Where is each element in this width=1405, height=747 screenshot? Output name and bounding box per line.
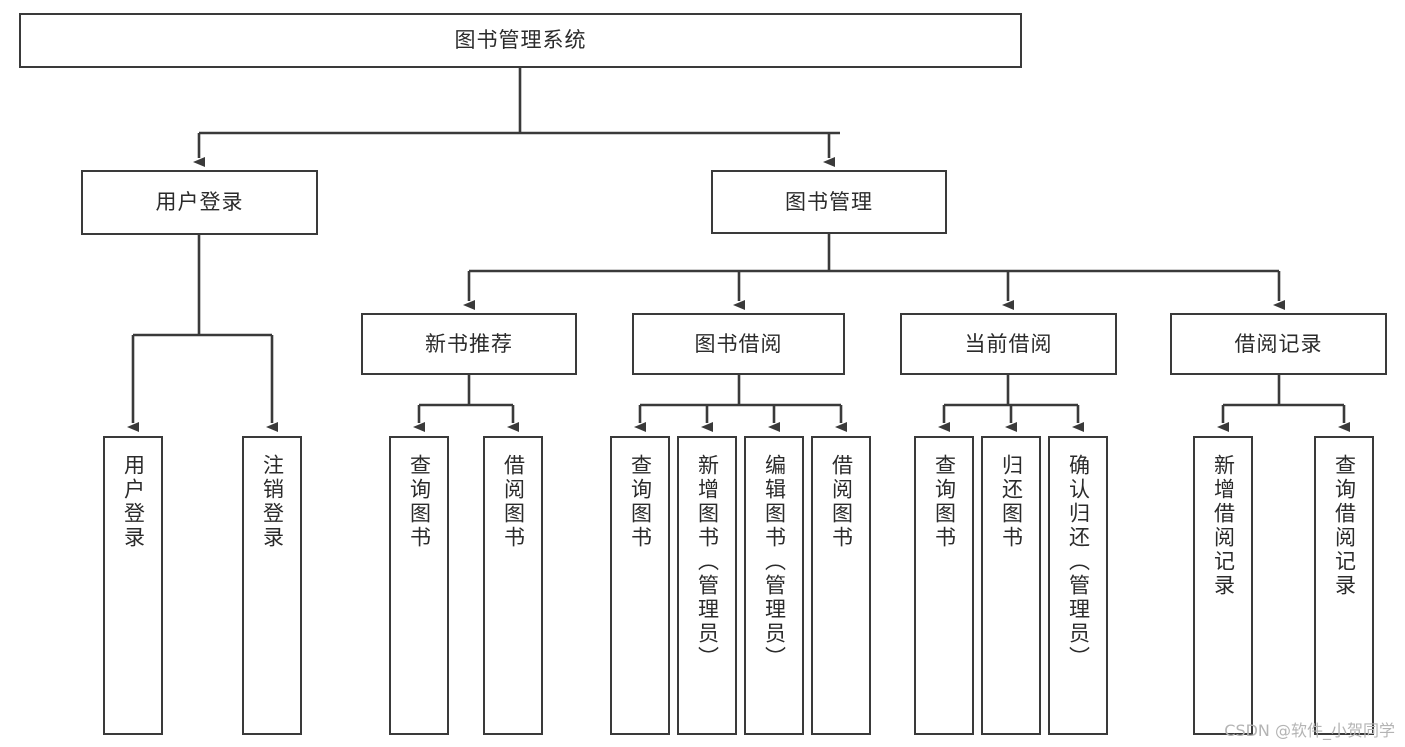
leaf-label: 确认归还（管理员） (1066, 454, 1091, 670)
node-current-borrow-label: 当前借阅 (964, 331, 1053, 356)
node-book-borrow[interactable]: 图书借阅 (632, 313, 845, 375)
leaf-user-login-logout[interactable]: 注销登录 (242, 436, 302, 735)
leaf-label: 查询借阅记录 (1332, 454, 1357, 598)
leaf-label: 借阅图书 (829, 454, 854, 550)
leaf-current-confirm-return-admin[interactable]: 确认归还（管理员） (1048, 436, 1108, 735)
node-root[interactable]: 图书管理系统 (19, 13, 1022, 68)
leaf-label: 新增图书（管理员） (695, 454, 720, 670)
leaf-label: 查询图书 (932, 454, 957, 550)
leaf-borrow-query-book[interactable]: 查询图书 (610, 436, 670, 735)
leaf-borrow-edit-book-admin[interactable]: 编辑图书（管理员） (744, 436, 804, 735)
node-book-management[interactable]: 图书管理 (711, 170, 947, 234)
watermark-text: CSDN @软件_小贺同学 (1224, 721, 1395, 740)
node-new-book-recommend-label: 新书推荐 (425, 331, 513, 356)
leaf-label: 用户登录 (121, 454, 146, 550)
node-new-book-recommend[interactable]: 新书推荐 (361, 313, 577, 375)
leaf-current-query-book[interactable]: 查询图书 (914, 436, 974, 735)
node-borrow-record[interactable]: 借阅记录 (1170, 313, 1387, 375)
leaf-label: 新增借阅记录 (1211, 454, 1236, 598)
node-borrow-record-label: 借阅记录 (1234, 331, 1323, 356)
leaf-new-book-borrow[interactable]: 借阅图书 (483, 436, 543, 735)
leaf-borrow-borrow-book[interactable]: 借阅图书 (811, 436, 871, 735)
node-root-label: 图书管理系统 (454, 28, 587, 53)
node-user-login[interactable]: 用户登录 (81, 170, 318, 235)
leaf-borrow-add-book-admin[interactable]: 新增图书（管理员） (677, 436, 737, 735)
node-current-borrow[interactable]: 当前借阅 (900, 313, 1117, 375)
node-user-login-label: 用户登录 (155, 190, 244, 215)
leaf-current-return-book[interactable]: 归还图书 (981, 436, 1041, 735)
leaf-label: 归还图书 (999, 454, 1024, 550)
leaf-label: 借阅图书 (501, 454, 526, 550)
leaf-user-login-login[interactable]: 用户登录 (103, 436, 163, 735)
node-book-management-label: 图书管理 (785, 189, 873, 214)
leaf-new-book-query[interactable]: 查询图书 (389, 436, 449, 735)
leaf-label: 查询图书 (407, 454, 432, 550)
leaf-record-add-record[interactable]: 新增借阅记录 (1193, 436, 1253, 735)
leaf-record-query-record[interactable]: 查询借阅记录 (1314, 436, 1374, 735)
leaf-label: 注销登录 (260, 454, 285, 550)
leaf-label: 查询图书 (628, 454, 653, 550)
node-book-borrow-label: 图书借阅 (694, 331, 783, 356)
leaf-label: 编辑图书（管理员） (762, 454, 787, 670)
